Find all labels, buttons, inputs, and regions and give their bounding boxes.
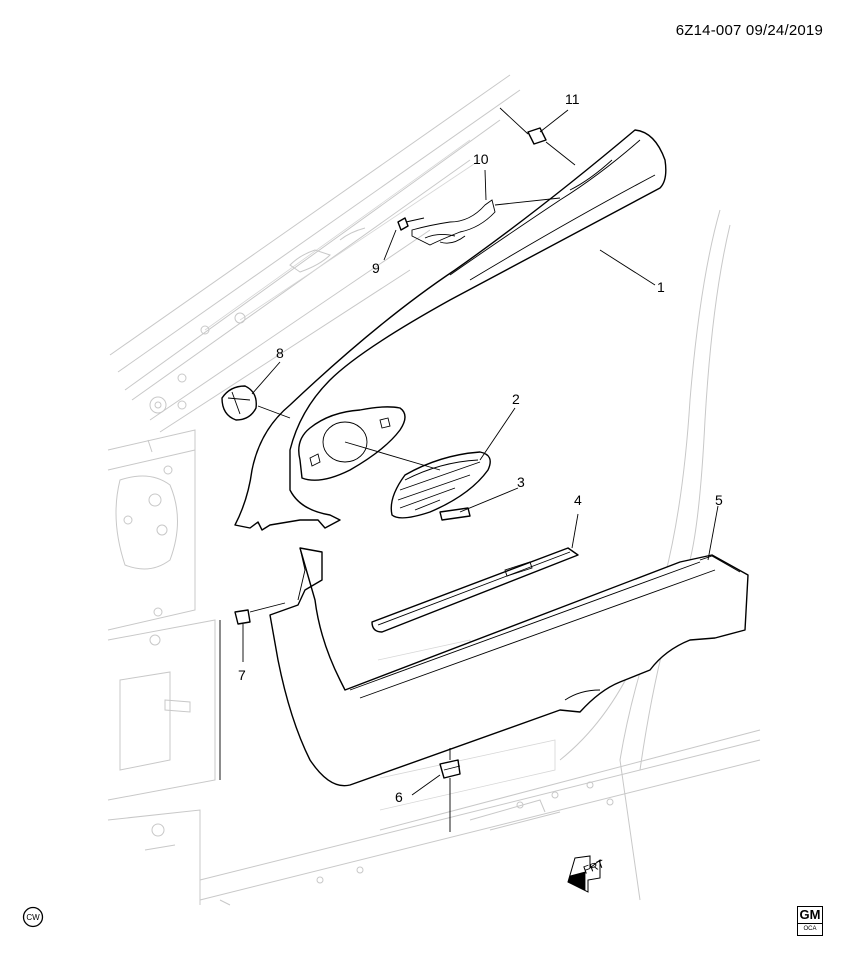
callout-8: 8: [276, 345, 284, 361]
callout-5: 5: [715, 492, 723, 508]
gm-logo-subtext: OCA: [803, 926, 817, 932]
front-direction-arrow: FRT: [567, 855, 606, 893]
wire-harness-10: [411, 197, 561, 246]
callout-1: 1: [657, 279, 665, 295]
speaker-grille: [390, 451, 491, 519]
svg-text:CW: CW: [26, 913, 40, 922]
diagram-code-date: 6Z14-007 09/24/2019: [675, 22, 823, 39]
grommet-8: [221, 385, 291, 421]
gm-logo-text: GM: [798, 907, 822, 924]
callout-2: 2: [512, 391, 520, 407]
cw-logo-icon: CW: [22, 906, 44, 928]
clip-7: [219, 602, 286, 780]
clip-11: [499, 107, 576, 166]
a-pillar-trim-panel: [234, 129, 667, 531]
callout-11: 11: [565, 91, 580, 107]
leader-lines: [242, 109, 719, 796]
clip-6: [439, 748, 461, 832]
callout-9: 9: [372, 260, 380, 276]
sill-plate-strip: [371, 547, 579, 633]
callout-6: 6: [395, 789, 403, 805]
gm-logo-icon: GM OCA: [797, 906, 823, 936]
callout-10: 10: [473, 151, 489, 167]
callout-3: 3: [517, 474, 525, 490]
kick-panel-sill-trim: [269, 547, 749, 787]
screw-9: [397, 217, 425, 231]
callout-4: 4: [574, 492, 582, 508]
callout-7: 7: [238, 667, 246, 683]
